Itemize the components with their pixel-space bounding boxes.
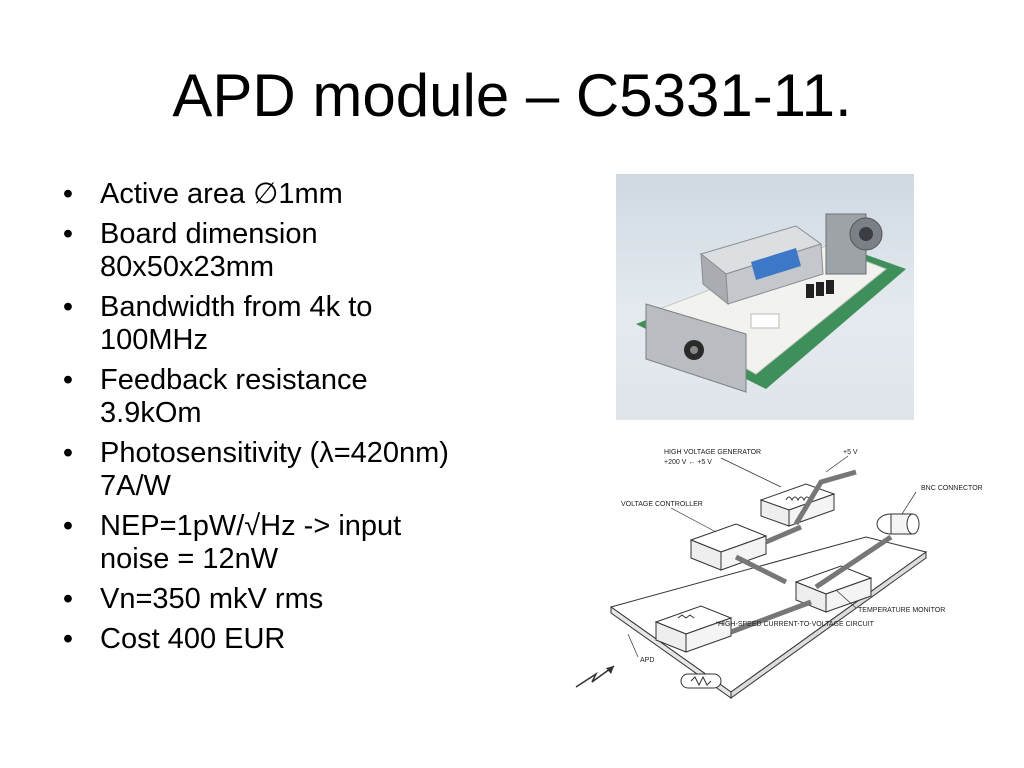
bullet-item: • Bandwidth from 4k to 100MHz [58, 291, 458, 357]
block-diagram-svg: HIGH VOLTAGE GENERATOR +200 V ← +5 V +5 … [575, 449, 983, 699]
bullet-marker: • [62, 510, 74, 542]
bullet-text: Board dimension 80x50x23mm [100, 218, 318, 283]
bullet-marker: • [62, 178, 74, 210]
bullet-text: Active area ∅1mm [100, 178, 343, 210]
bullet-item: • Active area ∅1mm [58, 178, 458, 211]
block-diagram: HIGH VOLTAGE GENERATOR +200 V ← +5 V +5 … [566, 442, 996, 714]
bullet-text: Photosensitivity (λ=420nm) 7A/W [100, 437, 449, 502]
slide-title: APD module – C5331-11. [172, 62, 852, 129]
bullet-item: • Vn=350 mkV rms [58, 583, 458, 616]
bullet-item: • Photosensitivity (λ=420nm) 7A/W [58, 437, 458, 503]
apd-module-photo [616, 174, 914, 420]
bullet-item: • Cost 400 EUR [58, 623, 458, 656]
hv-generator-label: HIGH VOLTAGE GENERATOR [664, 449, 761, 456]
apd-module-illustration [636, 213, 906, 393]
module-label [751, 248, 801, 280]
bullet-text: Feedback resistance 3.9kOm [100, 364, 368, 429]
hs-circuit-block [654, 605, 733, 653]
bullet-item: • Board dimension 80x50x23mm [58, 218, 458, 284]
bullet-text: Cost 400 EUR [100, 623, 286, 655]
temperature-monitor-block [794, 565, 873, 613]
temperature-monitor-label: TEMPERATURE MONITOR [858, 607, 945, 614]
bullet-marker: • [62, 437, 74, 469]
bnc-connector-block [876, 513, 920, 535]
photon-arrow [575, 665, 615, 688]
voltage-controller-label: VOLTAGE CONTROLLER [621, 501, 703, 508]
bullet-marker: • [62, 218, 74, 250]
bullet-list: • Active area ∅1mm • Board dimension 80x50… [58, 178, 458, 663]
bullet-item: • Feedback resistance 3.9kOm [58, 364, 458, 430]
bullet-text: Bandwidth from 4k to 100MHz [100, 291, 373, 356]
hs-circuit-label: HIGH-SPEED CURRENT-TO-VOLTAGE CIRCUIT [718, 621, 875, 628]
bullet-text: Vn=350 mkV rms [100, 583, 324, 615]
bullet-marker: • [62, 364, 74, 396]
apd-element [680, 673, 722, 689]
bullet-marker: • [62, 291, 74, 323]
hv-range-label: +200 V ← +5 V [664, 459, 712, 466]
bullet-marker: • [62, 583, 74, 615]
bullet-marker: • [62, 623, 74, 655]
bullet-item: • NEP=1pW/√Hz -> input noise = 12nW [58, 510, 458, 576]
bnc-connector-label: BNC CONNECTOR [921, 485, 983, 492]
signal-paths [730, 469, 893, 635]
apd-label: APD [640, 657, 654, 664]
voltage-controller-block [689, 523, 768, 571]
bullet-text: NEP=1pW/√Hz -> input noise = 12nW [100, 510, 402, 575]
plus5v-label: +5 V [843, 449, 858, 456]
